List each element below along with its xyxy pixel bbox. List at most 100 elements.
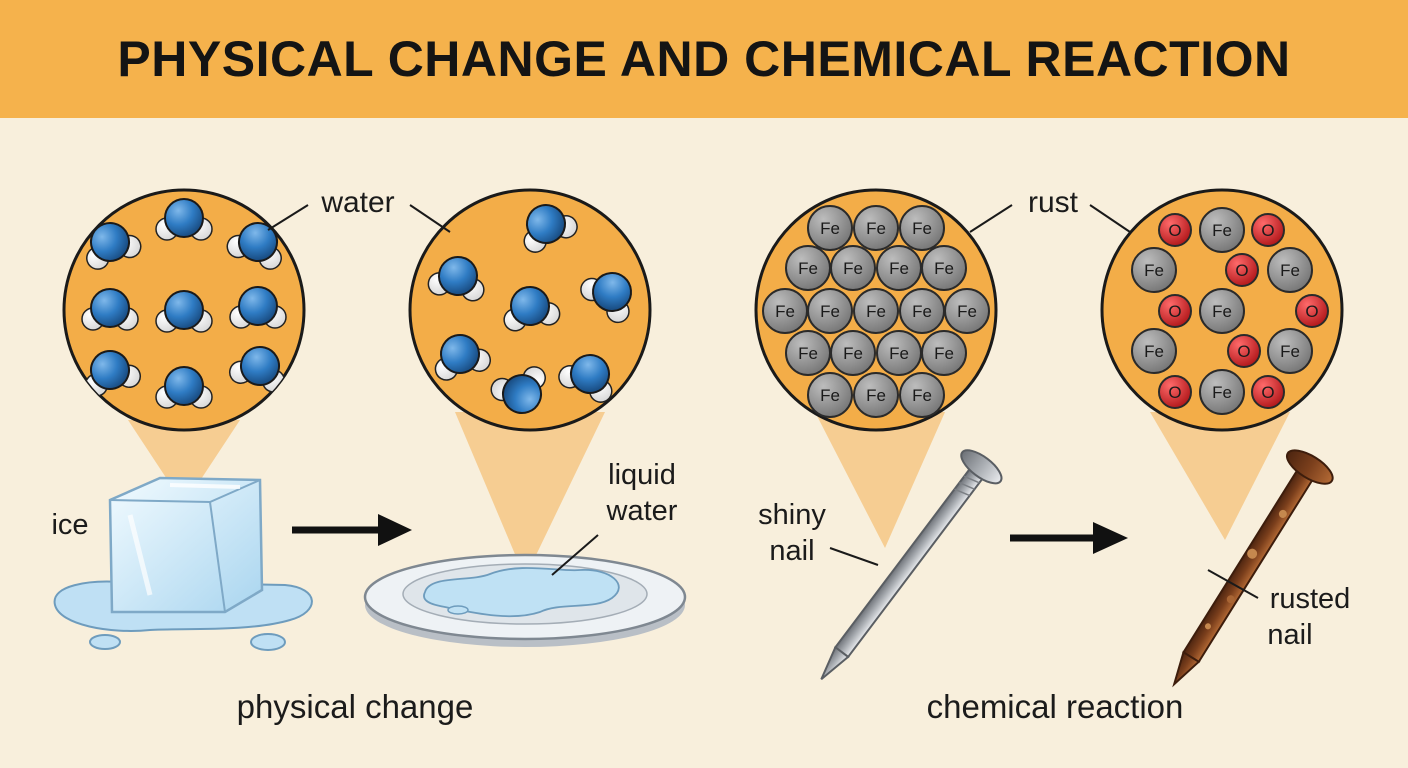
iron-atom: Fe — [807, 205, 853, 251]
iron-atom: Fe — [899, 288, 945, 334]
oxygen-atom: O — [1225, 253, 1259, 287]
oxygen-atom — [164, 366, 204, 406]
oxygen-symbol: O — [1168, 383, 1181, 402]
iron-symbol: Fe — [866, 386, 886, 405]
iron-symbol: Fe — [1212, 221, 1232, 240]
oxygen-symbol: O — [1168, 221, 1181, 240]
liquid-water-label-line1: liquid — [608, 459, 676, 491]
oxygen-atom — [164, 290, 204, 330]
oxygen-atom — [90, 288, 130, 328]
shiny-nail-label-line2: nail — [769, 535, 814, 567]
iron-symbol: Fe — [934, 259, 954, 278]
iron-symbol: Fe — [1144, 261, 1164, 280]
iron-atom: Fe — [807, 372, 853, 418]
oxygen-atom — [440, 334, 480, 374]
oxygen-atom — [510, 286, 550, 326]
oxygen-symbol: O — [1261, 383, 1274, 402]
ice-cube-icon — [53, 476, 313, 651]
oxygen-atom — [90, 222, 130, 262]
water-molecule — [226, 222, 282, 270]
oxygen-atom: O — [1295, 294, 1329, 328]
shiny-nail-label-line1: shiny — [758, 499, 826, 531]
iron-symbol: Fe — [912, 219, 932, 238]
oxygen-symbol: O — [1261, 221, 1274, 240]
rusted-nail-icon — [1172, 449, 1334, 688]
water-molecule — [503, 286, 561, 332]
leader-lines — [267, 204, 1259, 599]
oxygen-atom: O — [1251, 375, 1285, 409]
water-molecule — [81, 288, 139, 331]
iron-symbol: Fe — [1144, 342, 1164, 361]
iron-symbol: Fe — [798, 344, 818, 363]
iron-symbol: Fe — [1280, 342, 1300, 361]
rusted-nail-label-line2: nail — [1267, 619, 1312, 651]
water-label: water — [320, 186, 394, 219]
page-title: PHYSICAL CHANGE AND CHEMICAL REACTION — [117, 31, 1291, 87]
shiny-nail-icon — [820, 449, 1003, 680]
iron-atom: Fe — [830, 245, 876, 291]
zoom-cone-liquid — [455, 412, 605, 578]
iron-atom: Fe — [1199, 207, 1245, 253]
iron-symbol: Fe — [957, 302, 977, 321]
iron-atom: Fe — [921, 245, 967, 291]
oxygen-atom — [570, 354, 610, 394]
oxygen-atom — [238, 286, 278, 326]
rusted-nail-label-line1: rusted — [1270, 583, 1351, 615]
arrow-right-icon — [292, 514, 412, 546]
oxygen-atom: O — [1227, 334, 1261, 368]
iron-symbol: Fe — [820, 219, 840, 238]
iron-atom: Fe — [830, 330, 876, 376]
water-molecule — [155, 290, 213, 333]
chemical-reaction-caption: chemical reaction — [927, 688, 1184, 725]
liquid-water-label-line2: water — [606, 495, 678, 527]
iron-symbol: Fe — [820, 386, 840, 405]
zoom-cone-shiny-nail — [815, 412, 945, 548]
water-molecule — [229, 286, 287, 329]
zoom-cone-rusted-nail — [1150, 412, 1290, 540]
iron-atom: Fe — [853, 205, 899, 251]
iron-symbol: Fe — [1280, 261, 1300, 280]
iron-atom: Fe — [785, 330, 831, 376]
oxygen-atom: O — [1158, 213, 1192, 247]
iron-symbol: Fe — [820, 302, 840, 321]
oxygen-atom — [240, 346, 280, 386]
title-banner: PHYSICAL CHANGE AND CHEMICAL REACTION — [0, 0, 1408, 118]
iron-symbol: Fe — [912, 302, 932, 321]
iron-symbol: Fe — [798, 259, 818, 278]
oxygen-atom — [438, 256, 478, 296]
iron-atom: Fe — [944, 288, 990, 334]
iron-atom: Fe — [876, 245, 922, 291]
iron-symbol: Fe — [889, 344, 909, 363]
zoom-cones — [128, 412, 1290, 578]
iron-symbol: Fe — [866, 219, 886, 238]
oxygen-atom — [502, 374, 542, 414]
iron-atom: Fe — [1267, 247, 1313, 293]
zoom-cone-ice — [128, 420, 240, 505]
water-molecule — [155, 366, 213, 409]
oxygen-atom — [592, 272, 632, 312]
water-molecule — [228, 346, 286, 393]
water-molecule — [84, 350, 142, 397]
iron-symbol: Fe — [775, 302, 795, 321]
iron-atom: Fe — [899, 205, 945, 251]
iron-symbol: Fe — [912, 386, 932, 405]
iron-atom: Fe — [1199, 369, 1245, 415]
water-molecule — [558, 354, 613, 403]
iron-symbol: Fe — [843, 344, 863, 363]
iron-atom: Fe — [899, 372, 945, 418]
iron-atom: Fe — [1131, 328, 1177, 374]
water-molecule — [490, 366, 546, 414]
ice-label: ice — [51, 509, 88, 541]
oxygen-atom — [238, 222, 278, 262]
oxygen-atom: O — [1251, 213, 1285, 247]
ice-molecule-view — [62, 188, 306, 432]
iron-symbol: Fe — [1212, 302, 1232, 321]
iron-atom: Fe — [853, 288, 899, 334]
iron-atom: Fe — [1199, 288, 1245, 334]
oxygen-atom — [90, 350, 130, 390]
water-puddle-plate-icon — [363, 553, 687, 647]
water-molecule — [434, 334, 492, 381]
